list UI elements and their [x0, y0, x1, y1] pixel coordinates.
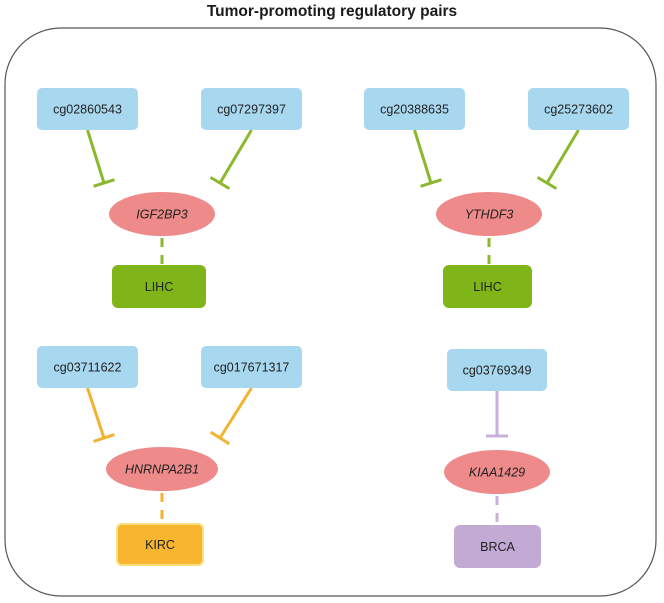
- probe-box: [528, 88, 629, 130]
- cancer-type-label: LIHC: [473, 280, 501, 294]
- gene-node: [444, 450, 550, 494]
- inhibition-edge: [413, 129, 433, 184]
- probe-label: cg02860543: [53, 103, 122, 117]
- inhibition-bar: [93, 433, 115, 443]
- inhibition-bar: [93, 178, 115, 188]
- inhibition-edge: [218, 387, 253, 439]
- inhibition-edge: [86, 387, 106, 439]
- probe-box: [201, 88, 302, 130]
- cancer-type-label: BRCA: [480, 540, 515, 554]
- probe-box: [364, 88, 465, 130]
- gene-label: IGF2BP3: [136, 208, 187, 222]
- gene-node: [106, 447, 218, 491]
- probe-label: cg07297397: [217, 103, 286, 117]
- cancer-type-box: [116, 523, 204, 566]
- inhibition-bar: [536, 176, 558, 190]
- inhibition-bar: [420, 178, 442, 188]
- cancer-type-label: KIRC: [145, 538, 175, 552]
- probe-box: [201, 346, 302, 388]
- probe-label: cg03769349: [463, 364, 532, 378]
- probe-label: cg03711622: [54, 361, 122, 375]
- gene-node: [109, 192, 215, 236]
- inhibition-bar: [209, 430, 231, 446]
- probe-label: cg25273602: [544, 103, 613, 117]
- probe-box: [37, 88, 138, 130]
- gene-label: KIAA1429: [469, 466, 525, 480]
- inhibition-bar: [209, 176, 231, 190]
- gene-label: YTHDF3: [465, 208, 514, 222]
- cancer-type-box: [454, 525, 541, 568]
- outer-frame: [4, 27, 657, 597]
- inhibition-edge: [218, 129, 253, 184]
- probe-label: cg017671317: [214, 361, 290, 375]
- probe-label: cg20388635: [380, 103, 449, 117]
- probe-box: [447, 349, 547, 391]
- inhibition-edge: [86, 129, 106, 184]
- inhibition-edge: [545, 129, 580, 184]
- probe-box: [37, 346, 138, 388]
- gene-label: HNRNPA2B1: [125, 463, 199, 477]
- cancer-type-label: LIHC: [145, 280, 173, 294]
- diagram-title: Tumor-promoting regulatory pairs: [206, 3, 458, 20]
- cancer-type-box: [443, 265, 532, 308]
- cancer-type-box: [112, 265, 206, 308]
- gene-node: [436, 192, 542, 236]
